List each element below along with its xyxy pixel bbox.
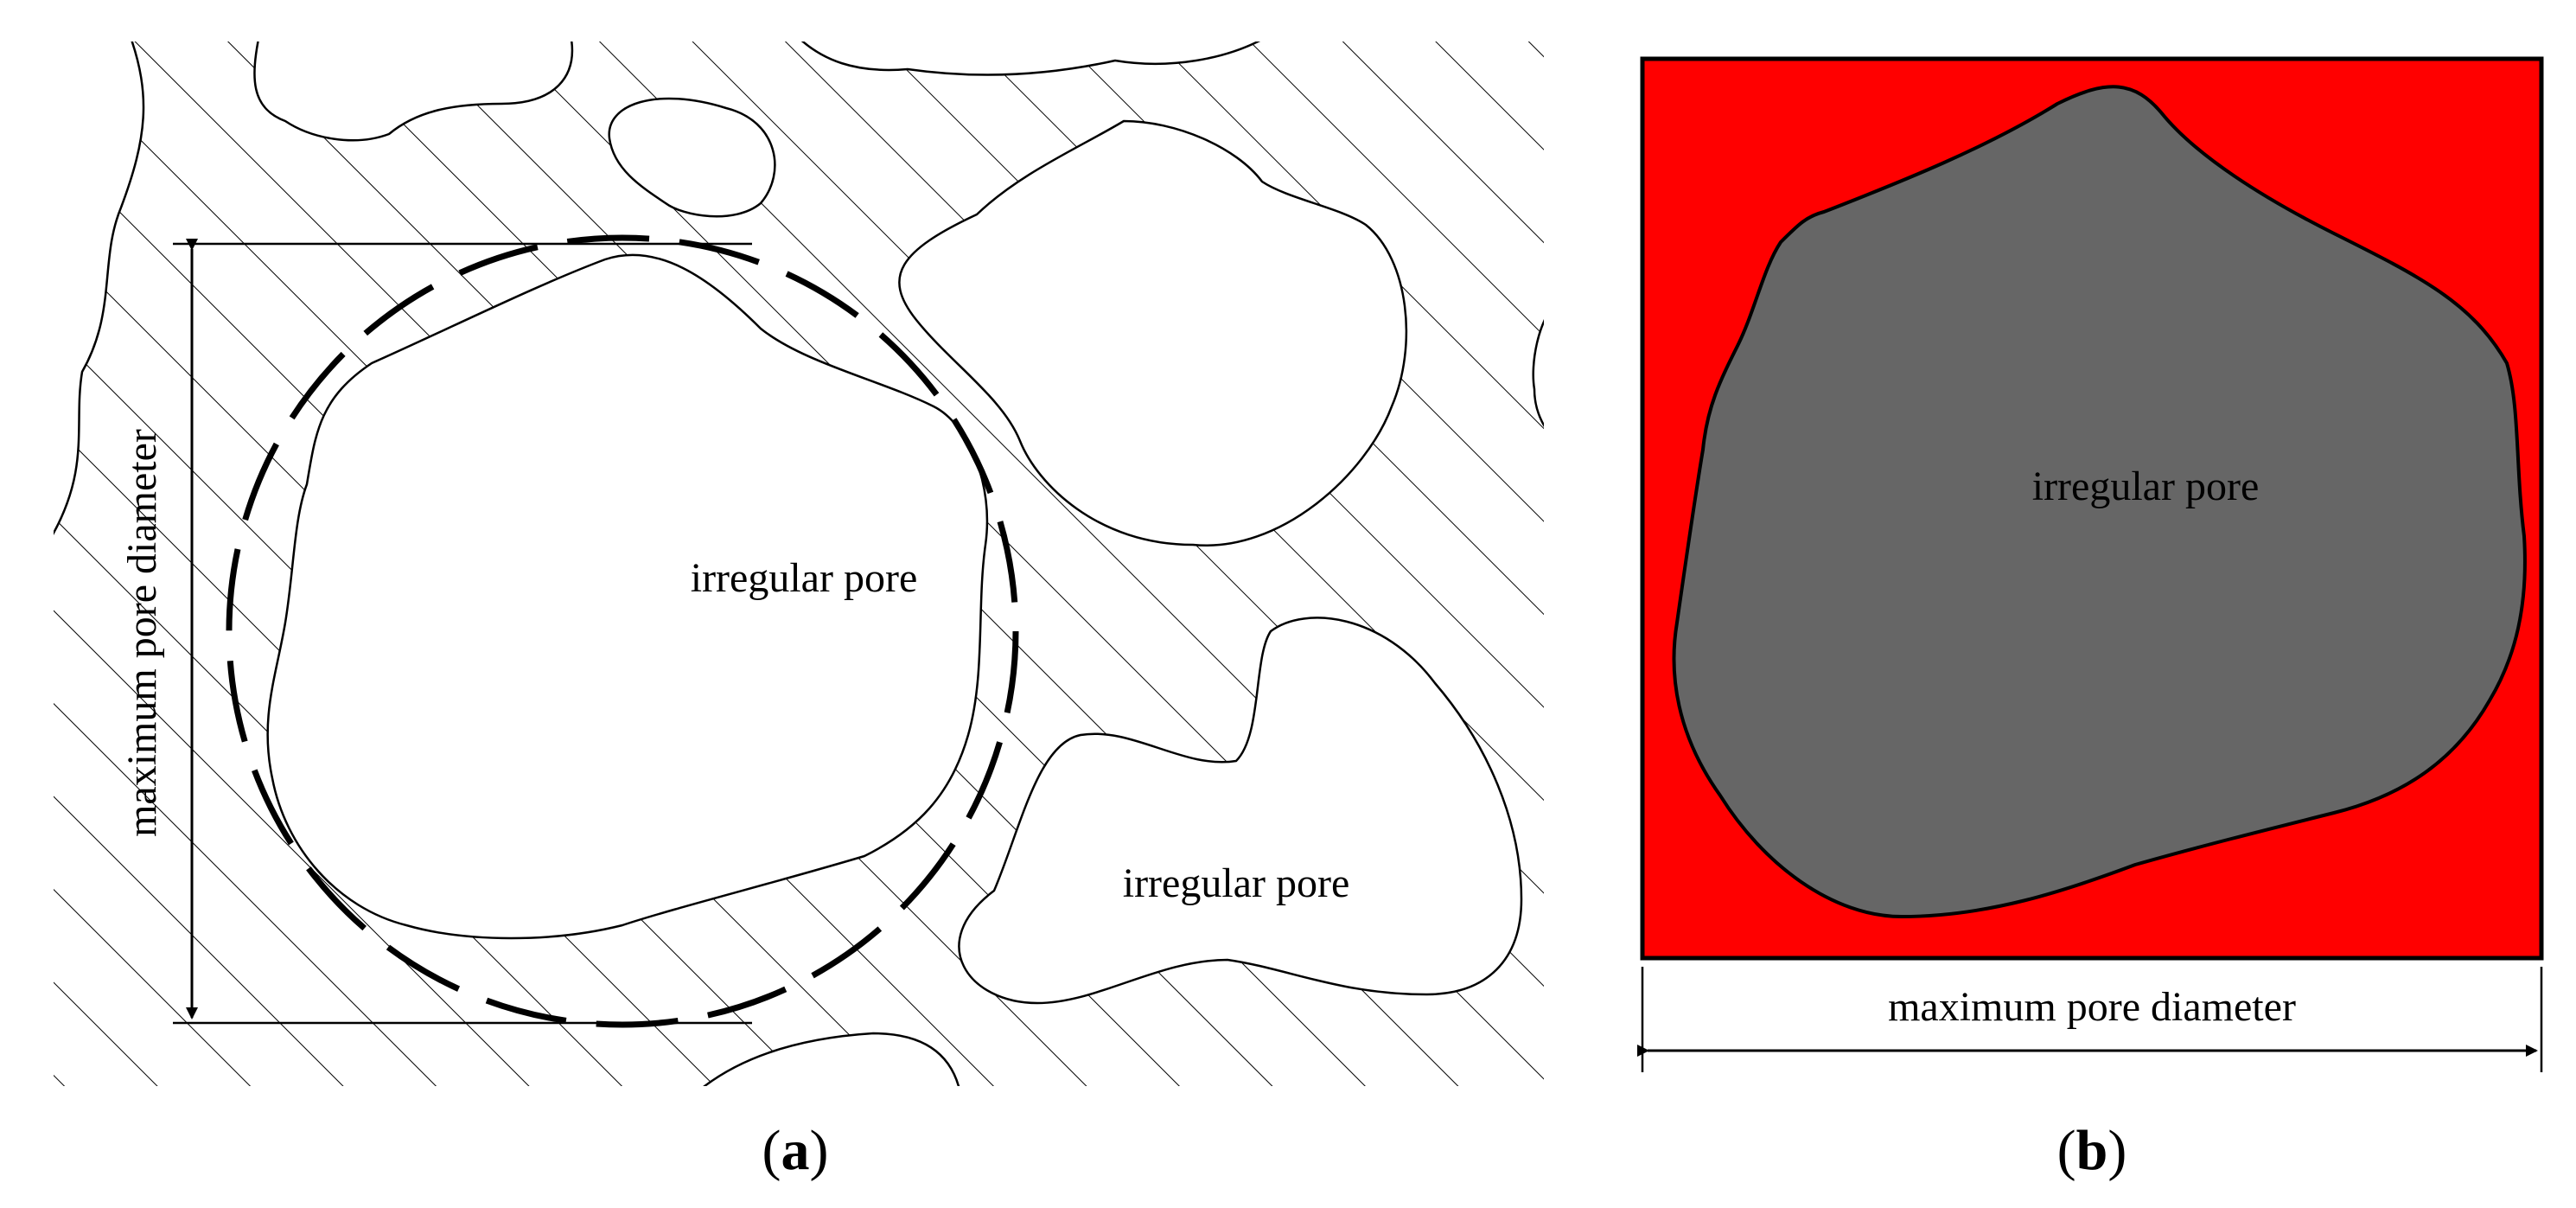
panel-label-a: (a) bbox=[762, 1119, 829, 1182]
dimension-label-a: maximum pore diameter bbox=[119, 429, 165, 837]
top-blob-pore bbox=[253, 42, 574, 142]
irregular-pore-shape bbox=[1672, 85, 2527, 919]
bottom-pore bbox=[703, 1032, 960, 1086]
pore-label-secondary: irregular pore bbox=[1123, 860, 1350, 906]
lower-right-pore bbox=[958, 617, 1523, 1005]
small-pore bbox=[608, 97, 776, 218]
left-edge-pore bbox=[54, 42, 145, 535]
top-right-blob-pore bbox=[800, 42, 1260, 76]
dimension-label-b: maximum pore diameter bbox=[1888, 984, 2296, 1030]
main-irregular-pore bbox=[266, 253, 989, 940]
panel-a: maximum pore diameter irregular pore irr… bbox=[54, 42, 1544, 1182]
upper-right-pore bbox=[898, 119, 1408, 547]
right-edge-pore bbox=[1532, 319, 1544, 428]
pore-label-b: irregular pore bbox=[2032, 463, 2260, 509]
panel-label-b: (b) bbox=[2057, 1119, 2127, 1182]
panel-b: irregular pore maximum pore diameter (b) bbox=[1637, 56, 2544, 1182]
pore-label-main: irregular pore bbox=[691, 555, 918, 601]
circumscribing-circle bbox=[226, 234, 1019, 1028]
